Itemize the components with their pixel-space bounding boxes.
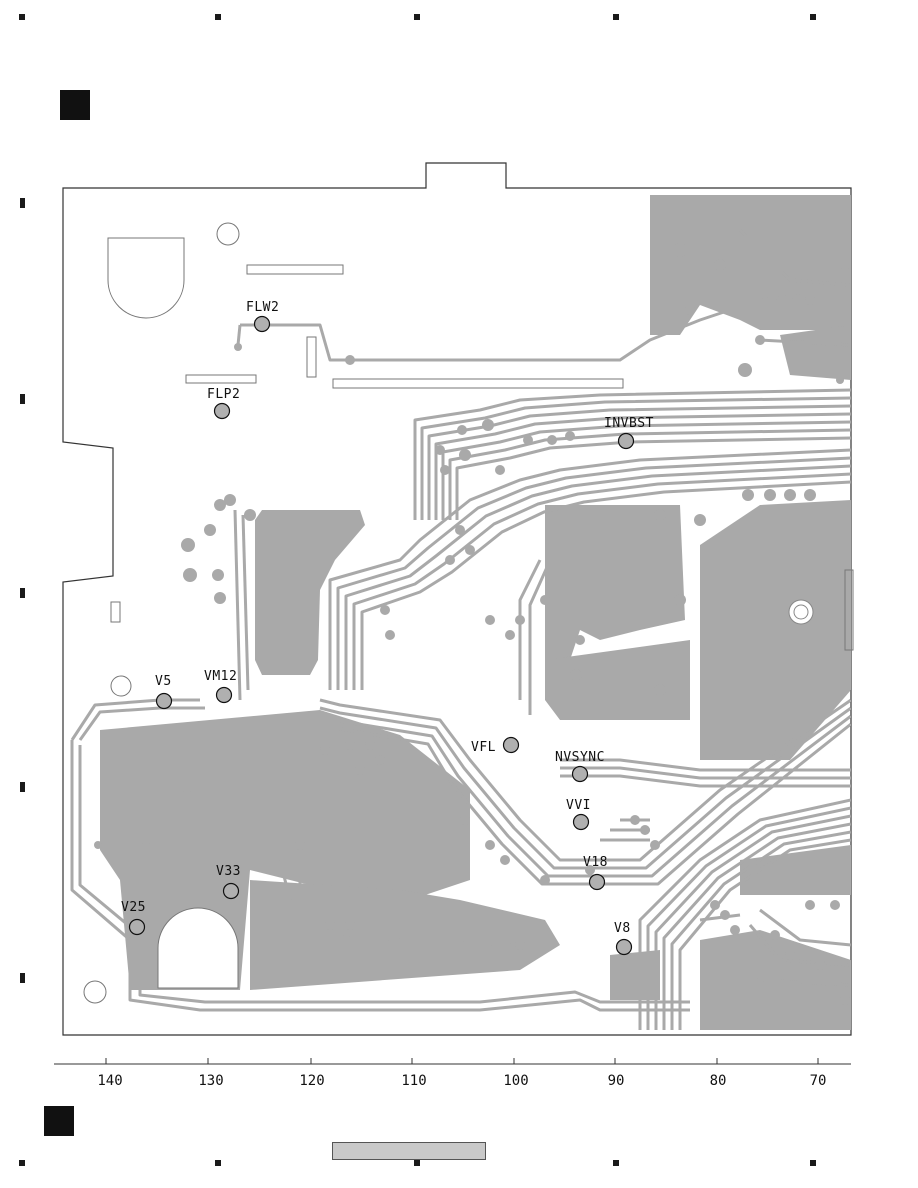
side-mark	[20, 973, 25, 983]
scale-tick-label: 140	[97, 1073, 122, 1089]
label-vm12: VM12	[204, 669, 237, 684]
test-point-vvi	[572, 813, 590, 831]
registration-mark	[19, 1160, 25, 1166]
test-point-vm12	[215, 686, 233, 704]
label-vfl: VFL	[471, 740, 496, 755]
label-nvsync: NVSYNC	[555, 750, 605, 765]
trace-bundle	[70, 228, 851, 1030]
registration-mark	[414, 14, 420, 20]
footer-bar	[332, 1142, 486, 1160]
test-point-v5	[155, 692, 173, 710]
registration-mark	[414, 1160, 420, 1166]
registration-mark	[19, 14, 25, 20]
label-v8: V8	[614, 921, 631, 936]
copper-pour	[700, 500, 851, 760]
registration-mark	[810, 14, 816, 20]
label-v5: V5	[155, 674, 172, 689]
test-point-invbst	[617, 432, 635, 450]
label-vvi: VVI	[566, 798, 591, 813]
pad-cluster	[94, 243, 850, 1005]
label-v18: V18	[583, 855, 608, 870]
registration-mark	[215, 14, 221, 20]
copper-pour	[740, 845, 851, 895]
scale-tick-label: 70	[810, 1073, 827, 1089]
scale-tick-label: 100	[503, 1073, 528, 1089]
scale-tick-label: 120	[299, 1073, 324, 1089]
silkscreen	[83, 222, 854, 1004]
copper-pour	[650, 195, 851, 335]
test-point-nvsync	[571, 765, 589, 783]
label-flp2: FLP2	[207, 387, 240, 402]
scale-ruler	[54, 1058, 851, 1065]
scale-tick-label: 90	[608, 1073, 625, 1089]
test-point-v33	[222, 882, 240, 900]
registration-mark	[613, 14, 619, 20]
section-marker-top	[60, 90, 90, 120]
section-marker-bottom	[44, 1106, 74, 1136]
registration-mark	[810, 1160, 816, 1166]
copper-pour	[610, 950, 660, 1000]
scale-tick-label: 80	[710, 1073, 727, 1089]
mounting-hole	[788, 599, 814, 625]
copper-pour	[545, 640, 690, 720]
scale-tick-label: 110	[401, 1073, 426, 1089]
label-v25: V25	[121, 900, 146, 915]
copper-pour	[250, 880, 560, 990]
copper-pour	[545, 505, 685, 660]
test-point-layer	[128, 315, 635, 956]
test-point-flp2	[213, 402, 231, 420]
label-flw2: FLW2	[246, 300, 279, 315]
test-point-vfl	[502, 736, 520, 754]
test-point-v18	[588, 873, 606, 891]
test-point-flw2	[253, 315, 271, 333]
side-mark	[20, 394, 25, 404]
test-point-v25	[128, 918, 146, 936]
copper-pour	[255, 510, 365, 675]
label-invbst: INVBST	[604, 416, 654, 431]
copper-pour	[780, 325, 851, 380]
registration-mark	[613, 1160, 619, 1166]
side-mark	[20, 782, 25, 792]
test-point-v8	[615, 938, 633, 956]
test-point-labels: FLW2 FLP2 INVBST V5 VM12 VFL NVSYNC VVI …	[121, 300, 654, 936]
scale-tick-label: 130	[198, 1073, 223, 1089]
side-mark	[20, 588, 25, 598]
registration-mark	[215, 1160, 221, 1166]
label-v33: V33	[216, 864, 241, 879]
scale-tick-labels: 140 130 120 110 100 90 80 70	[97, 1073, 826, 1089]
side-mark	[20, 198, 25, 208]
